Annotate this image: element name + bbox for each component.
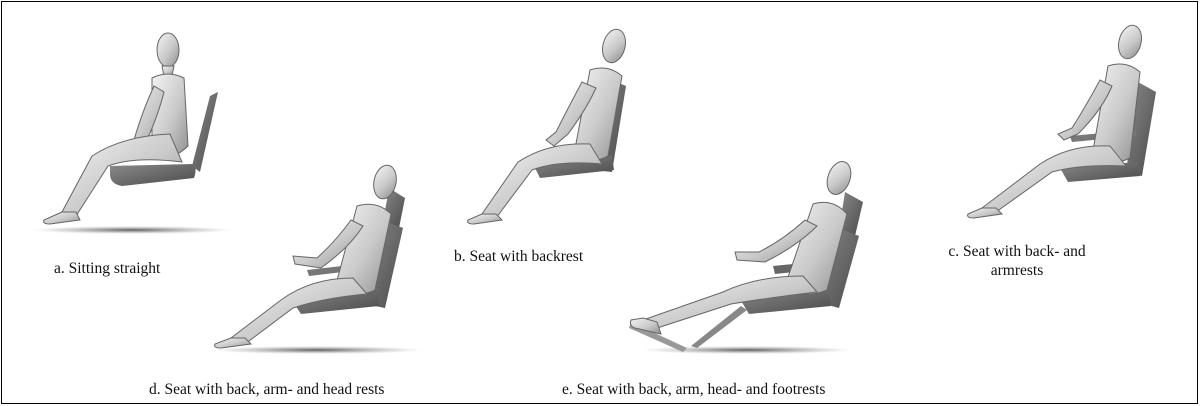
caption-c: c. Seat with back- and armrests — [922, 242, 1112, 280]
seat-pan — [110, 164, 196, 186]
caption-a: a. Sitting straight — [54, 259, 160, 278]
figure-d-seat-with-back-arm-and-head-rests — [207, 158, 427, 358]
caption-c-line-2: armrests — [922, 261, 1112, 280]
caption-e: e. Seat with back, arm, head- and footre… — [562, 380, 825, 399]
ground-shadow — [212, 346, 422, 354]
figure-c-seat-with-back-and-armrests — [960, 16, 1180, 221]
figure-e-seat-with-back-arm-head-and-footrests — [627, 152, 882, 357]
caption-c-line-1: c. Seat with back- and — [922, 242, 1112, 261]
caption-b: b. Seat with backrest — [454, 247, 583, 266]
caption-d: d. Seat with back, arm- and head rests — [149, 380, 384, 399]
ground-shadow — [32, 226, 232, 234]
